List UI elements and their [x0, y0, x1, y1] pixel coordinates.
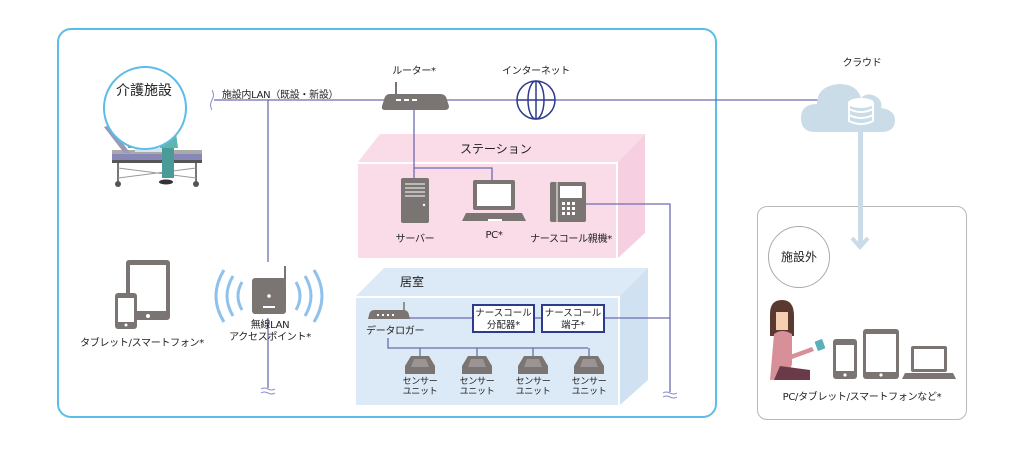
nurse-call-break-mark	[662, 391, 678, 399]
lan-lines	[214, 99, 836, 392]
line-break-marks	[210, 89, 678, 399]
station-to-pc-line	[414, 167, 493, 182]
sensor-unit-icon	[518, 356, 548, 374]
internet-label: インターネット	[502, 66, 570, 77]
nurse-call-distributor-line2: 分配器*	[486, 320, 521, 331]
facility-title: 介護施設	[116, 83, 172, 99]
data-logger-icon	[368, 302, 410, 319]
cloud-icon	[801, 84, 895, 251]
sensor-unit-label-line2: ユニット	[571, 387, 607, 397]
laptop-icon	[462, 180, 526, 221]
data-logger-label: データロガー	[366, 326, 425, 337]
server-label: サーバー	[395, 234, 435, 245]
router-icon	[381, 82, 449, 110]
sensor-unit-label-line1: センサー	[515, 377, 551, 387]
room-box-top	[356, 268, 648, 296]
nurse-call-master-label: ナースコール親機*	[530, 234, 612, 245]
sensor-unit-icon	[574, 356, 604, 374]
wireless-ap-label-line2: アクセスポイント*	[229, 332, 311, 343]
nurse-call-master-line	[586, 203, 671, 392]
wireless-ap-icon	[214, 266, 324, 323]
tablet-smartphone-label: タブレット/スマートフォン*	[80, 338, 204, 349]
down-arrow-icon	[850, 236, 870, 251]
sensor-unit-label-line2: ユニット	[459, 387, 495, 397]
lan-break-mark	[210, 89, 214, 111]
nurse-call-distributor-line1: ナースコール	[475, 308, 532, 319]
pc-label: PC*	[485, 230, 503, 241]
wifi-signal-icon	[214, 269, 324, 323]
outside-devices-label: PC/タブレット/スマートフォンなど*	[782, 392, 942, 403]
router-label: ルーター*	[392, 66, 436, 77]
tablet-smartphone-icon	[115, 260, 170, 329]
nurse-call-terminal-line1: ナースコール	[544, 308, 602, 319]
room-title: 居室	[400, 275, 425, 289]
sensor-unit-icon	[405, 356, 435, 374]
nurse-call-master-icon	[550, 182, 586, 222]
nurse-call-terminal-line2: 端子*	[561, 320, 585, 331]
outside-tablet-icon	[863, 329, 899, 379]
nurse-call-terminal-box: ナースコール 端子*	[541, 304, 605, 333]
cloud-to-outside-bar	[858, 132, 863, 244]
wireless-ap-label-line1: 無線LAN	[250, 320, 290, 331]
sensor-unit-label: センサー ユニット	[572, 377, 607, 397]
sensor-unit-label-line2: ユニット	[402, 387, 438, 397]
sensor-unit-label-line1: センサー	[459, 377, 495, 387]
nurse-call-distributor-box: ナースコール 分配器*	[472, 304, 535, 333]
wireless-ap-label: 無線LAN アクセスポイント*	[229, 320, 311, 344]
sensor-unit-label-line1: センサー	[402, 377, 438, 387]
room-box-side	[620, 268, 648, 405]
sensor-unit-label-line1: センサー	[571, 377, 607, 387]
lan-label: 施設内LAN（既設・新設）	[222, 90, 339, 101]
station-box-top	[358, 134, 645, 162]
station-title: ステーション	[460, 142, 532, 156]
sensor-unit-label: センサー ユニット	[403, 377, 438, 397]
outside-smartphone-icon	[833, 339, 857, 379]
ap-break-mark	[260, 387, 276, 395]
internet-globe-icon	[516, 80, 556, 120]
sensor-units	[405, 356, 604, 374]
sensor-bus-line	[387, 338, 588, 349]
facility-circle	[103, 66, 187, 150]
sensor-unit-label-line2: ユニット	[515, 387, 551, 397]
station-box-side	[618, 134, 645, 258]
server-icon	[401, 178, 429, 223]
cloud-label: クラウド	[842, 58, 882, 69]
sensor-unit-icon	[462, 356, 492, 374]
outside-circle	[768, 226, 830, 288]
sensor-unit-label: センサー ユニット	[460, 377, 495, 397]
outside-title: 施設外	[781, 250, 818, 264]
sensor-unit-label: センサー ユニット	[516, 377, 551, 397]
facility-frame	[57, 28, 717, 418]
outside-user-illustration	[770, 300, 826, 380]
outside-laptop-icon	[902, 346, 956, 379]
